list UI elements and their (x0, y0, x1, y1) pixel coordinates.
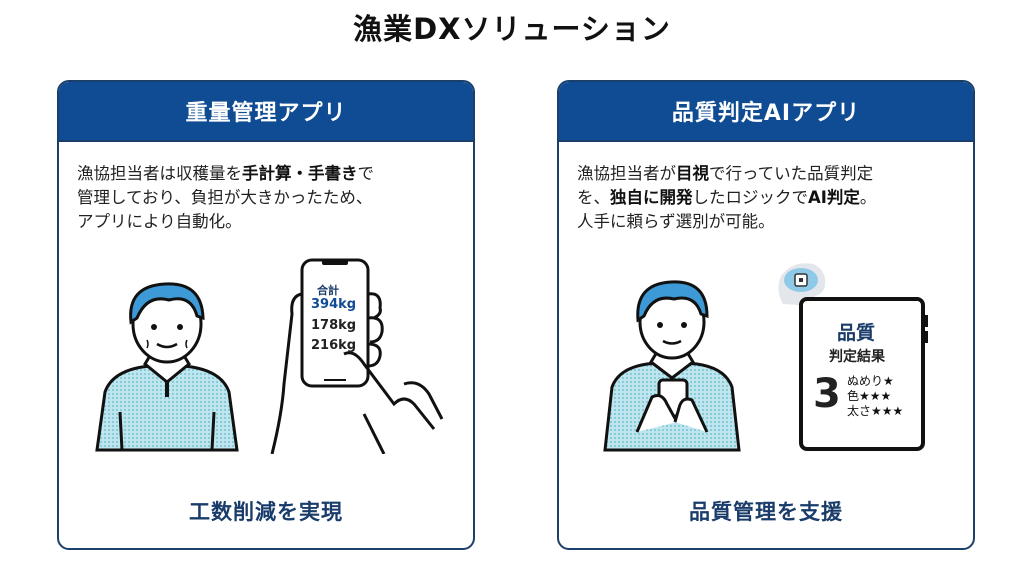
criteria-label: 色 (847, 389, 860, 403)
card-weight-management: 重量管理アプリ 漁協担当者は収穫量を手計算・手書きで 管理しており、負担が大きか… (57, 80, 475, 550)
star-rating: ★ (883, 374, 894, 388)
desc-emphasis: AI判定 (808, 188, 860, 207)
criteria-row: ぬめり★ 色★★★ 太さ★★★ (847, 374, 903, 419)
desc-text: で (357, 164, 375, 183)
desc-text: アプリにより自動化。 (77, 212, 242, 231)
ai-brain-icon (778, 263, 826, 306)
page-title: 漁業DXソリューション (353, 12, 671, 46)
card-header: 重量管理アプリ (59, 82, 473, 142)
card-header: 品質判定AIアプリ (559, 82, 973, 142)
criteria-label: ぬめり (847, 374, 884, 388)
star-rating: ★★★ (871, 404, 904, 418)
card-description: 漁協担当者が目視で行っていた品質判定 を、独自に開発したロジックでAI判定。 人… (577, 162, 962, 234)
criteria-label: 太さ (847, 404, 872, 418)
card-footer-result: 工数削減を実現 (189, 500, 343, 524)
desc-text: 漁協担当者が (577, 164, 676, 183)
tablet-illustration (799, 297, 928, 451)
smartphone-in-hand-illustration (270, 258, 444, 454)
phone-value-1: 394kg (311, 297, 357, 312)
desc-text: 漁協担当者は収穫量を (77, 164, 242, 183)
desc-text: 管理しており、負担が大きかったため、 (77, 188, 373, 207)
desc-text: したロジックで (692, 188, 809, 207)
quality-score: 3 (813, 371, 841, 417)
desc-emphasis: 独自に開発 (610, 188, 693, 207)
fisher-using-phone-illustration (603, 280, 741, 452)
tablet-subtitle: 判定結果 (829, 349, 885, 365)
desc-text: を、 (577, 188, 610, 207)
phone-total-label: 合計 (317, 284, 339, 297)
desc-text: で行っていた品質判定 (709, 164, 874, 183)
card-description: 漁協担当者は収穫量を手計算・手書きで 管理しており、負担が大きかったため、 アプ… (77, 162, 462, 234)
card-footer-result: 品質管理を支援 (689, 500, 843, 524)
phone-value-3: 216kg (311, 338, 357, 353)
card-quality-ai: 品質判定AIアプリ 漁協担当者が目視で行っていた品質判定 を、独自に開発したロジ… (557, 80, 975, 550)
desc-emphasis: 目視 (676, 164, 709, 183)
desc-text: 人手に頼らず選別が可能。 (577, 212, 775, 231)
star-rating: ★★★ (859, 389, 892, 403)
fisher-person-illustration (95, 282, 239, 452)
desc-emphasis: 手計算・手書き (242, 164, 358, 183)
phone-value-2: 178kg (311, 318, 357, 333)
desc-text: 。 (859, 188, 877, 207)
tablet-title: 品質 (837, 322, 876, 344)
